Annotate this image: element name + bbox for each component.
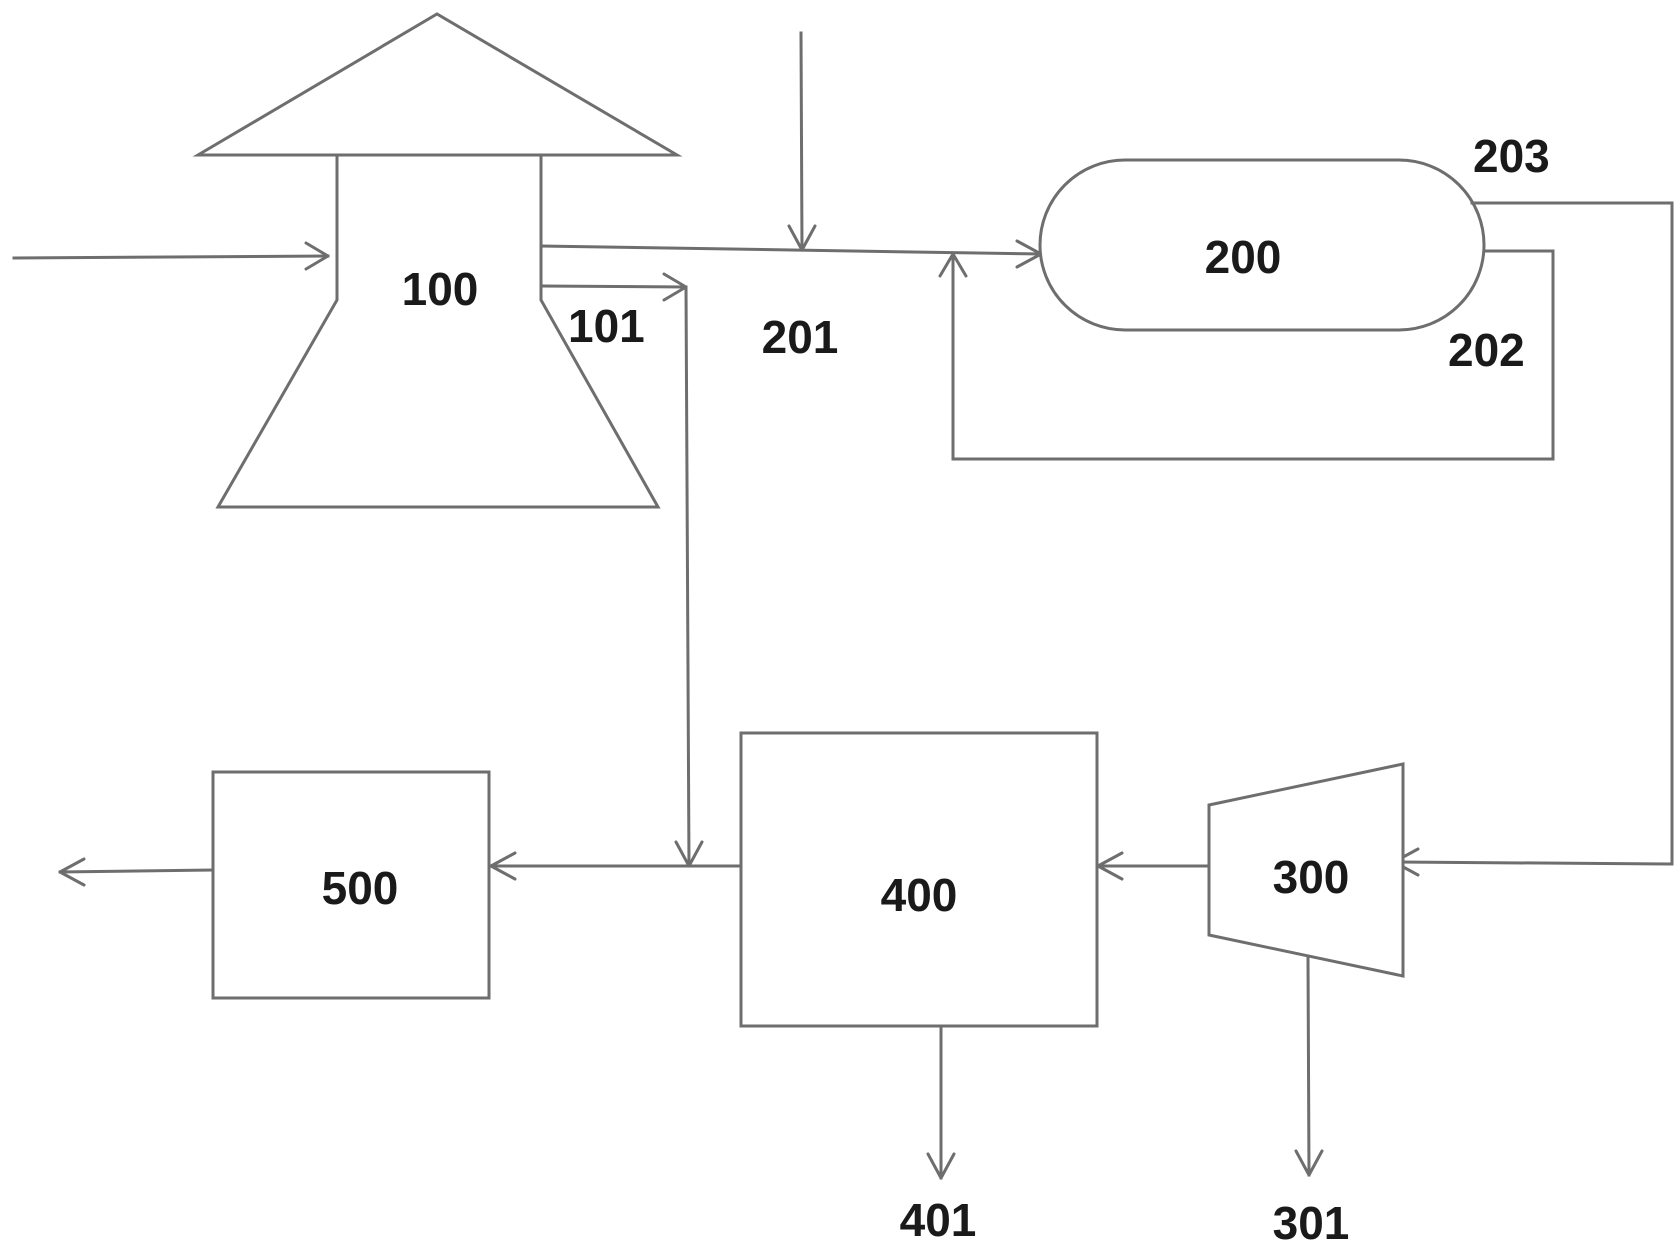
stream-401: 401: [900, 1024, 977, 1246]
feed-stream-in: [12, 241, 330, 271]
stream-101-label: 101: [568, 300, 645, 352]
stream-201-label: 201: [762, 311, 839, 363]
unit-400-label: 400: [881, 869, 958, 921]
unit-300-body: [1207, 762, 1405, 978]
unit-500-label: 500: [322, 862, 399, 914]
unit-500: 500: [211, 770, 491, 1000]
unit-400-box: [739, 731, 1099, 1028]
unit-200-label: 200: [1205, 231, 1282, 283]
stream-202-label: 202: [1448, 324, 1525, 376]
unit-200-vessel: [1038, 158, 1486, 332]
unit-300-label: 300: [1273, 851, 1350, 903]
unit-100-body: [215, 153, 661, 509]
stream-301-label: 301: [1273, 1197, 1350, 1249]
unit-100-roof: [192, 12, 683, 157]
stream-203: 203: [1392, 130, 1674, 877]
stream-203-label: 203: [1473, 130, 1550, 182]
unit-100: 100: [192, 12, 683, 509]
unit-400: 400: [739, 731, 1099, 1028]
stream-300-to-400: [1096, 851, 1211, 881]
unit-100-label: 100: [402, 263, 479, 315]
stream-201: 201: [762, 31, 839, 363]
stream-400-to-500: [489, 851, 743, 881]
unit-200: 200: [1038, 158, 1486, 332]
stream-101: 101: [539, 272, 704, 868]
unit-300: 300: [1207, 762, 1405, 978]
stream-202: 202: [938, 249, 1555, 461]
unit-500-box: [211, 770, 491, 1000]
product-stream-out: [58, 857, 215, 887]
stream-401-label: 401: [900, 1194, 977, 1246]
stream-to-200: [539, 239, 1043, 269]
stream-301: 301: [1273, 956, 1350, 1249]
